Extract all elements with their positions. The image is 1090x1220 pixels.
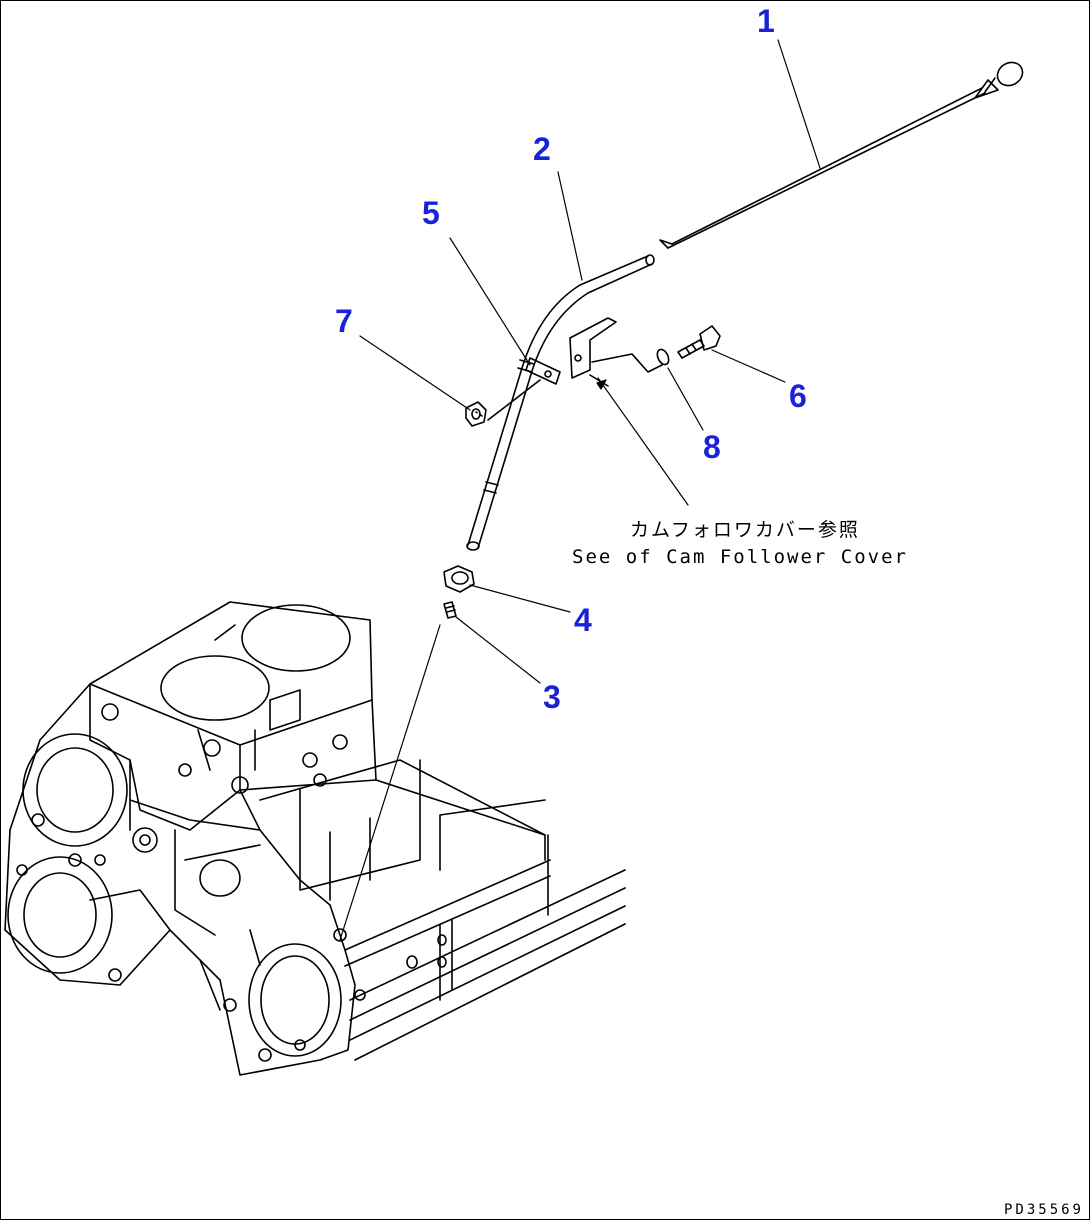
cover-bracket bbox=[569, 317, 663, 387]
adapter-nut bbox=[443, 565, 475, 593]
washer bbox=[656, 348, 670, 366]
leader-lines bbox=[339, 39, 821, 941]
dipstick-gauge bbox=[659, 61, 1024, 249]
reference-note-en: See of Cam Follower Cover bbox=[572, 546, 908, 568]
reference-note: カムフォロワカバー参照 See of Cam Follower Cover bbox=[572, 519, 908, 568]
nut bbox=[465, 401, 487, 427]
drawing-id: PD35569 bbox=[1003, 1202, 1084, 1218]
callout-4: 4 bbox=[574, 602, 592, 638]
callout-6: 6 bbox=[789, 378, 807, 414]
tube-bracket bbox=[475, 357, 561, 421]
cylinder-block bbox=[4, 601, 626, 1076]
bolt bbox=[677, 325, 721, 359]
connector-fitting bbox=[443, 601, 457, 619]
callout-5: 5 bbox=[422, 195, 440, 231]
callout-3: 3 bbox=[543, 679, 561, 715]
guide-tube bbox=[466, 254, 655, 551]
callout-numbers: 1 2 3 4 5 6 7 8 bbox=[335, 3, 807, 715]
callout-2: 2 bbox=[533, 131, 551, 167]
callout-1: 1 bbox=[757, 3, 775, 39]
callout-8: 8 bbox=[703, 429, 721, 465]
reference-note-jp: カムフォロワカバー参照 bbox=[630, 519, 860, 541]
callout-7: 7 bbox=[335, 303, 353, 339]
